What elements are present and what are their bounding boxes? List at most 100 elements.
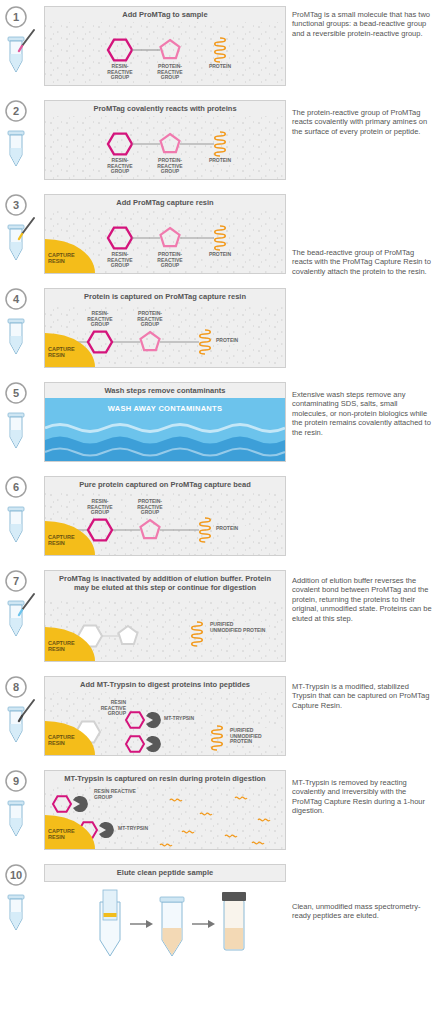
arrow-head: [146, 920, 153, 928]
step-number-text: 2: [5, 100, 27, 122]
illustration-label: RESIN-REACTIVE GROUP: [80, 311, 120, 328]
step-panel: Wash steps remove contaminants: [44, 382, 286, 462]
panel-ground: [44, 676, 286, 756]
protein-coil: [212, 726, 223, 750]
step-3-illustration: [108, 226, 225, 250]
ms-vial: [224, 900, 244, 950]
peptide: [182, 831, 194, 833]
pipette-tip: [19, 46, 22, 51]
step-number-text: 1: [5, 6, 27, 28]
step-description: Clean, unmodified mass spectrometry-read…: [292, 902, 434, 921]
panel-ground: [44, 288, 286, 368]
panel-ground: [44, 864, 286, 882]
step-description: The bead-reactive group of ProMTag react…: [292, 248, 434, 276]
speckles: [45, 22, 285, 85]
number-circle-outline: [6, 865, 26, 885]
resin-label: CAPTURE RESIN: [48, 534, 82, 547]
pipette: [22, 30, 34, 46]
step-number: 10: [5, 864, 27, 886]
pipette: [22, 700, 34, 716]
peptide: [160, 844, 172, 846]
step-description: The protein-reactive group of ProMTag re…: [292, 108, 434, 136]
resin-outline: [45, 333, 95, 367]
number-circle-outline: [6, 7, 26, 27]
pipettes: [19, 30, 34, 721]
step-number: 4: [5, 288, 27, 310]
step-1-illustration: [108, 38, 225, 62]
speckles: [45, 492, 285, 555]
sample-tube: [8, 601, 24, 636]
step-description: Extensive wash steps remove any contamin…: [292, 390, 434, 437]
panel-ground: [44, 476, 286, 556]
resin-bed: [104, 913, 117, 917]
illustration-label: PROTEIN: [205, 64, 235, 70]
step-number-text: 3: [5, 194, 27, 216]
illustration-label: PROTEIN-REACTIVE GROUP: [130, 311, 170, 328]
resin-label: CAPTURE RESIN: [48, 828, 82, 841]
illustration-label: PURIFIED UNMODIFIED PROTEIN: [210, 622, 266, 633]
panel-ground: [44, 570, 286, 662]
panel-ground: [44, 770, 286, 850]
step-number-text: 8: [5, 676, 27, 698]
step-number: 8: [5, 676, 27, 698]
number-circle-outline: [6, 195, 26, 215]
illustration-label: PROTEIN-REACTIVE GROUP: [150, 158, 190, 175]
capture-resin: CAPTURE RESIN: [45, 519, 95, 555]
illustration-label: PROTEIN-REACTIVE GROUP: [150, 64, 190, 81]
capture-resin: CAPTURE RESIN: [45, 813, 95, 849]
sample-tube: [8, 319, 24, 354]
illustration-label: RESIN-REACTIVE GROUP: [100, 252, 140, 269]
resin-reactive-hexagon: [126, 736, 144, 752]
tag-bond: [132, 49, 160, 50]
illustration-label: RESIN REACTIVE GROUP: [100, 700, 126, 717]
mt-trypsin: [146, 736, 161, 752]
tag-bond: [74, 529, 199, 530]
protein-coil: [215, 132, 226, 156]
sample-tube: [8, 801, 24, 836]
resin-reactive-hexagon: [108, 134, 132, 155]
illustration-label: RESIN-REACTIVE GROUP: [100, 158, 140, 175]
mt-trypsin: [73, 796, 88, 812]
number-circle-outline: [6, 477, 26, 497]
sample-tube: [8, 37, 24, 72]
wash-wave: [45, 425, 285, 432]
step-number-text: 6: [5, 476, 27, 498]
step-panel: Pure protein captured on ProMTag capture…: [44, 476, 286, 556]
resin-reactive-hexagon: [108, 228, 132, 249]
step-title: Wash steps remove contaminants: [45, 383, 285, 395]
peptide: [235, 797, 247, 799]
peptide: [252, 842, 264, 844]
sample-tube: [8, 131, 24, 166]
panel-grounds: [44, 6, 286, 882]
vial-cap: [222, 892, 246, 901]
step-description: Addition of elution buffer reverses the …: [292, 576, 434, 623]
step-title: ProMTag covalently reacts with proteins: [45, 101, 285, 113]
step-title: ProMTag is inactivated by addition of el…: [45, 571, 285, 592]
spin-column: [103, 890, 117, 920]
step-10-illustration: [100, 890, 246, 956]
step-number: 3: [5, 194, 27, 216]
step-number: 6: [5, 476, 27, 498]
peptide: [258, 819, 270, 821]
resin-reactive-hexagon: [88, 520, 112, 541]
collection-tube: [162, 902, 182, 956]
step-description: MT-Trypsin is removed by reacting covale…: [292, 778, 434, 816]
step-title: Protein is captured on ProMTag capture r…: [45, 289, 285, 301]
tag-bond: [132, 237, 214, 238]
illustration-label: PROTEIN-REACTIVE GROUP: [150, 252, 190, 269]
sample-tube: [8, 507, 24, 542]
resin-label: CAPTURE RESIN: [48, 734, 82, 747]
step-title: Pure protein captured on ProMTag capture…: [45, 477, 285, 489]
step-number-text: 9: [5, 770, 27, 792]
resin-reactive-hexagon: [126, 712, 144, 728]
step-7-illustration: [78, 622, 202, 646]
illustration-label: RESIN REACTIVE GROUP: [94, 789, 140, 800]
protein-coil: [200, 518, 211, 542]
step-panel: Elute clean peptide sample: [44, 864, 286, 882]
inactive-bond: [102, 635, 119, 636]
pipette-tip: [19, 610, 22, 615]
step-number-text: 4: [5, 288, 27, 310]
resin-label: CAPTURE RESIN: [48, 640, 82, 653]
pipette-tip: [19, 716, 22, 721]
